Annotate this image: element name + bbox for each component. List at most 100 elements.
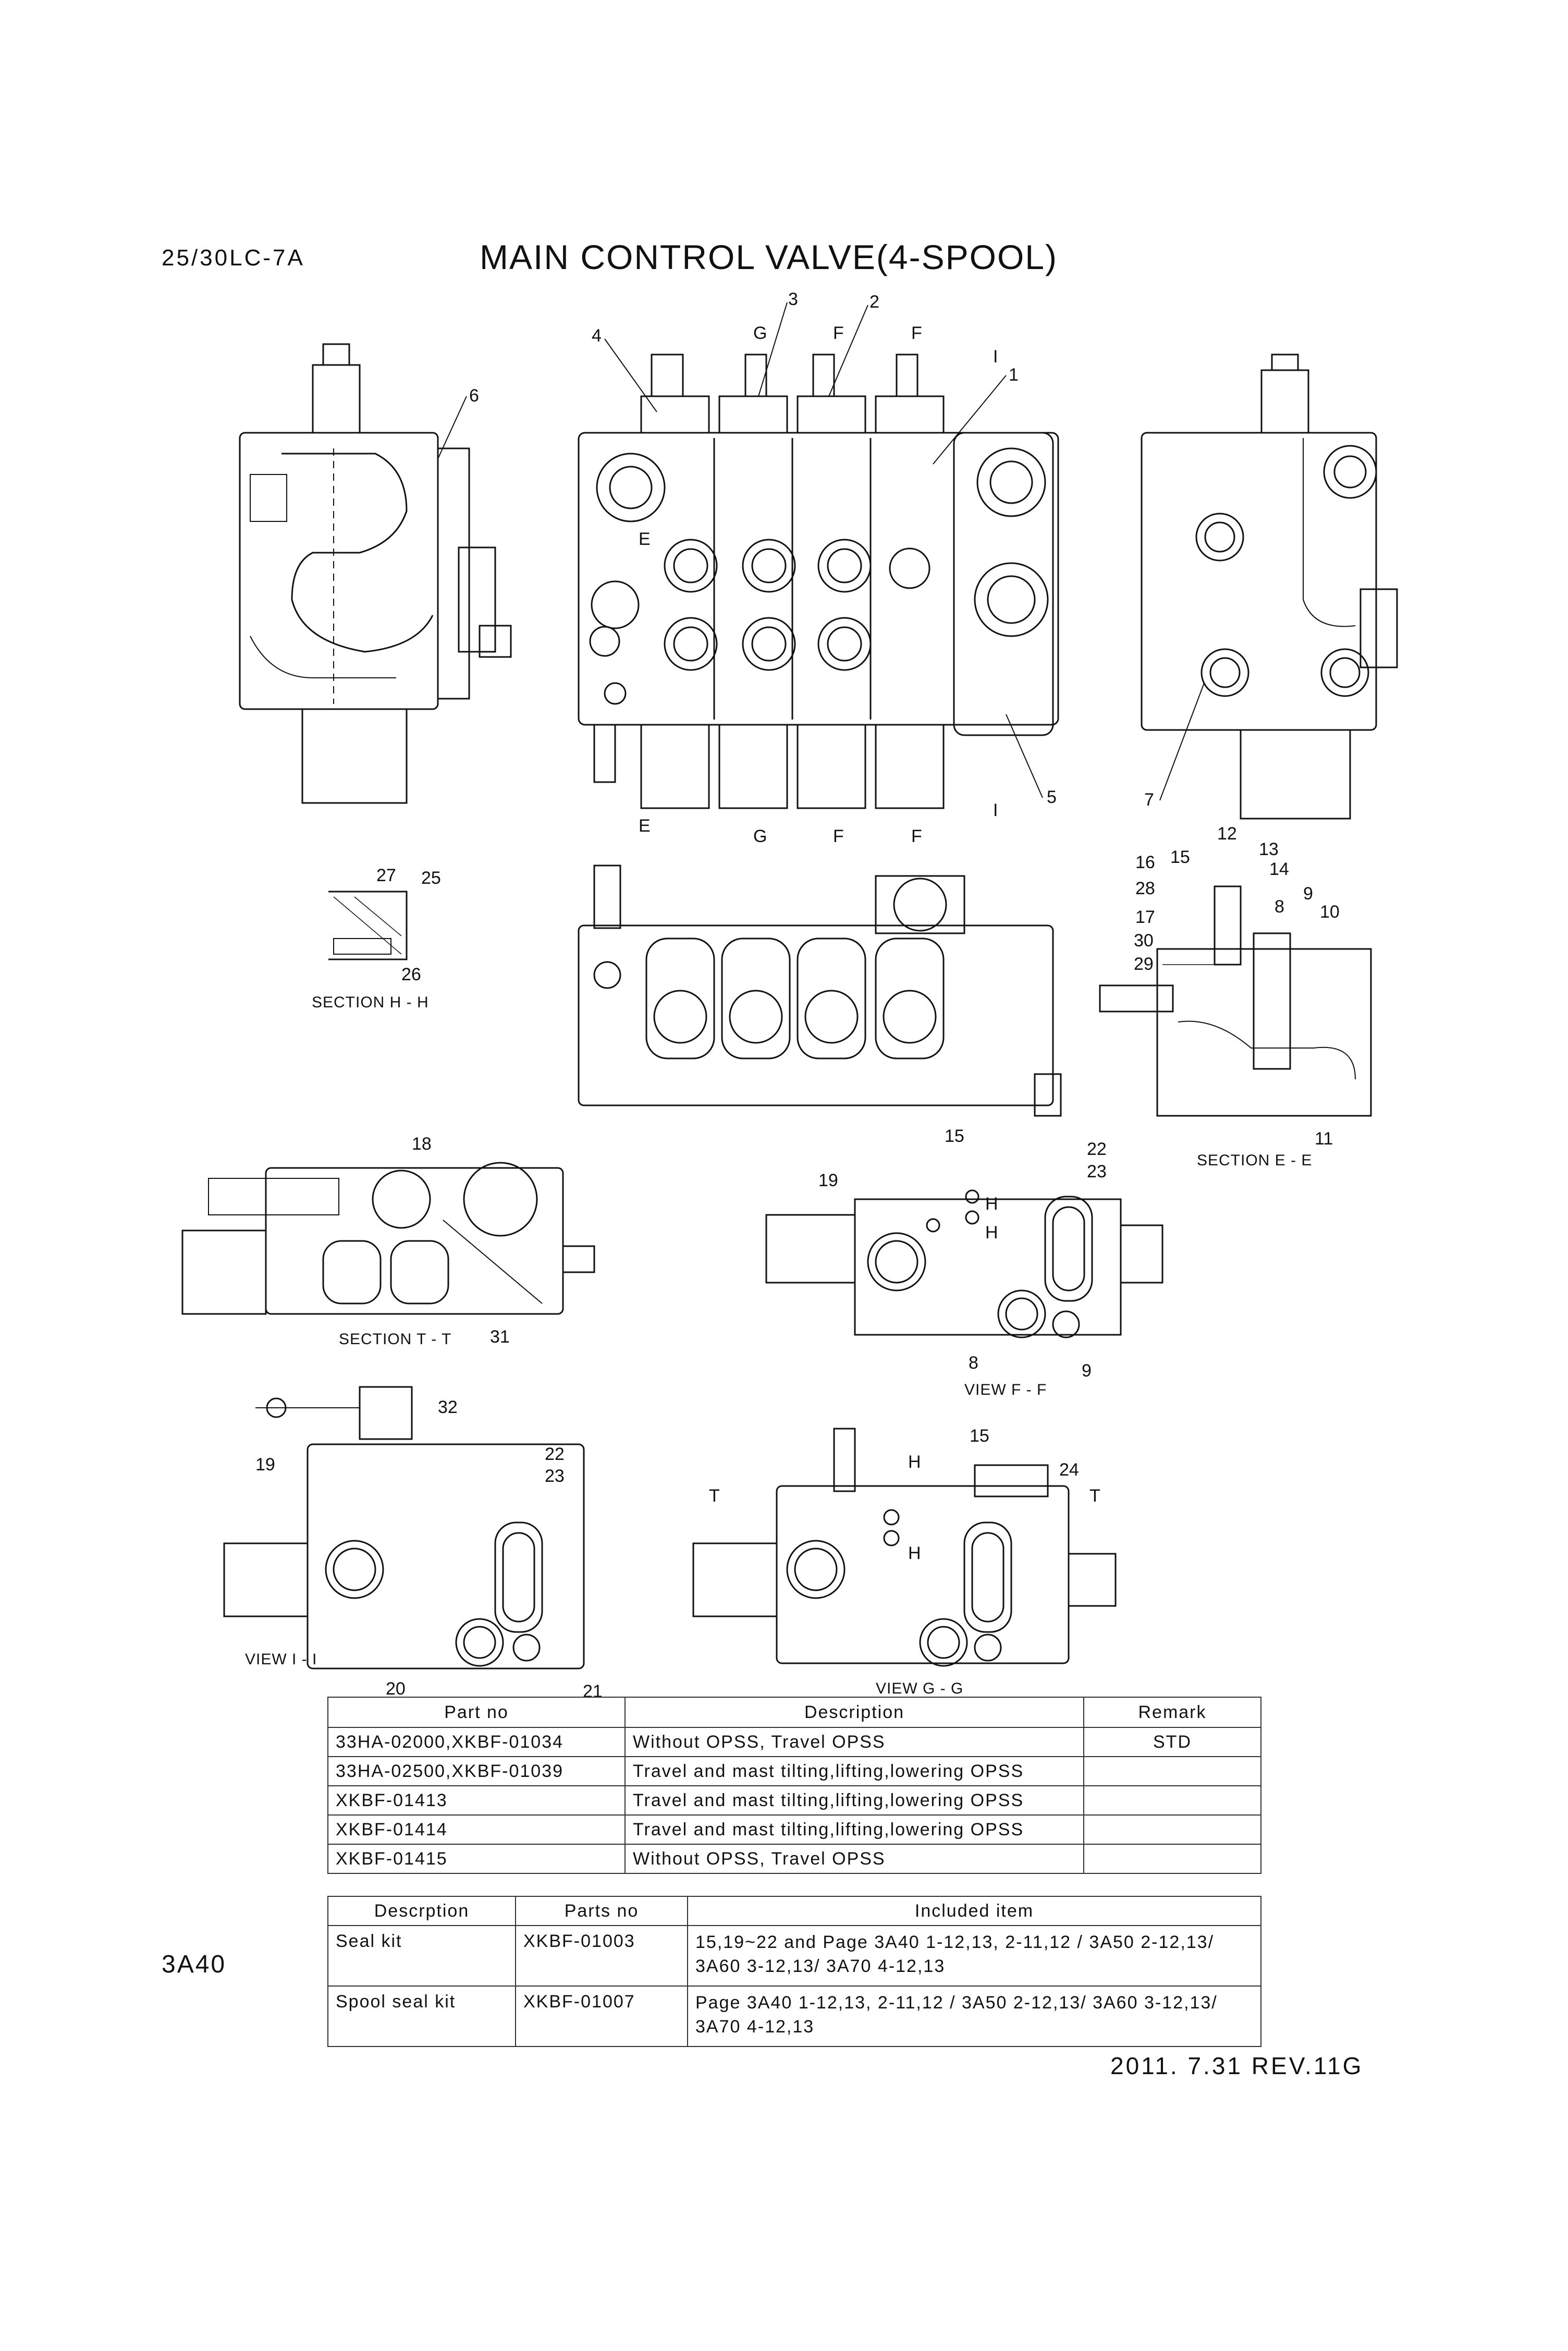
- section-hh-drawing: [328, 891, 408, 960]
- callout-4: 4: [592, 326, 602, 346]
- section-mark-e: E: [639, 529, 651, 549]
- parts-table: Part no Description Remark 33HA-02000,XK…: [327, 1697, 1261, 1874]
- callout-2: 2: [869, 292, 879, 312]
- callout-25: 25: [421, 868, 441, 888]
- callout-14: 14: [1269, 859, 1289, 879]
- cell-kit-included: Page 3A40 1-12,13, 2-11,12 / 3A50 2-12,1…: [687, 1985, 1261, 2047]
- callout-6: 6: [469, 386, 479, 406]
- section-mark-f: F: [833, 323, 844, 343]
- callout-8-ff: 8: [969, 1353, 978, 1373]
- cell-kit-parts-no: XKBF-01003: [515, 1925, 688, 1987]
- callout-29: 29: [1134, 954, 1154, 974]
- section-mark-t2: T: [1089, 1486, 1100, 1506]
- callout-12: 12: [1217, 824, 1237, 844]
- callout-20: 20: [386, 1679, 406, 1699]
- header-description: Description: [624, 1697, 1084, 1728]
- callout-16: 16: [1135, 852, 1155, 872]
- section-mark-e-bottom: E: [639, 816, 651, 836]
- callout-13: 13: [1259, 839, 1279, 859]
- callout-15: 15: [1170, 847, 1190, 867]
- callout-17: 17: [1135, 907, 1155, 927]
- section-mark-h4: H: [908, 1543, 921, 1563]
- cell-remark: [1083, 1756, 1261, 1786]
- table-row: XKBF-01415 Without OPSS, Travel OPSS: [327, 1844, 1261, 1874]
- leader-lines: [437, 302, 1205, 801]
- section-mark-g: G: [753, 323, 767, 343]
- section-tt-drawing: [181, 1162, 595, 1315]
- callout-30: 30: [1134, 931, 1154, 951]
- left-side-view: [239, 343, 512, 804]
- callout-9: 9: [1303, 884, 1313, 904]
- cell-kit-description: Spool seal kit: [327, 1985, 516, 2047]
- header-kit-included: Included item: [687, 1896, 1261, 1926]
- view-ii-drawing: [223, 1386, 585, 1670]
- cell-remark: [1083, 1844, 1261, 1874]
- callout-23: 23: [1087, 1162, 1107, 1181]
- callout-15-gg: 15: [970, 1426, 989, 1446]
- section-mark-f2: F: [911, 323, 922, 343]
- parts-table-header: Part no Description Remark: [327, 1697, 1261, 1728]
- header-part-no: Part no: [327, 1697, 626, 1728]
- label-view-ii: VIEW I - I: [245, 1651, 317, 1668]
- cell-remark: [1083, 1814, 1261, 1845]
- callout-26: 26: [401, 965, 421, 984]
- callout-22: 22: [1087, 1139, 1107, 1159]
- table-row: XKBF-01414 Travel and mast tilting,lifti…: [327, 1814, 1261, 1845]
- table-row: 33HA-02000,XKBF-01034 Without OPSS, Trav…: [327, 1727, 1261, 1757]
- section-mark-i-bottom: I: [993, 800, 998, 820]
- revision-date: 2011. 7.31 REV.11G: [1110, 2052, 1364, 2079]
- cell-kit-included: 15,19~22 and Page 3A40 1-12,13, 2-11,12 …: [687, 1925, 1261, 1987]
- cell-part-no: XKBF-01413: [327, 1785, 626, 1816]
- label-view-ff: VIEW F - F: [964, 1381, 1047, 1398]
- cell-description: Travel and mast tilting,lifting,lowering…: [624, 1785, 1084, 1816]
- cell-part-no: 33HA-02000,XKBF-01034: [327, 1727, 626, 1757]
- callout-3: 3: [788, 289, 798, 309]
- cell-description: Travel and mast tilting,lifting,lowering…: [624, 1814, 1084, 1845]
- view-gg-drawing: [692, 1428, 1117, 1667]
- page-title: MAIN CONTROL VALVE(4-SPOOL): [480, 238, 1058, 276]
- callout-15-ff: 15: [945, 1126, 964, 1146]
- callout-27: 27: [376, 866, 396, 885]
- callout-19-ii: 19: [255, 1455, 275, 1475]
- callout-5: 5: [1047, 787, 1057, 807]
- callout-23-ii: 23: [545, 1466, 565, 1486]
- callout-19: 19: [818, 1171, 838, 1190]
- section-mark-i: I: [993, 347, 998, 367]
- table-row: Seal kit XKBF-01003 15,19~22 and Page 3A…: [327, 1925, 1261, 1987]
- cell-description: Without OPSS, Travel OPSS: [624, 1727, 1084, 1757]
- page-code: 3A40: [162, 1951, 227, 1978]
- cell-kit-parts-no: XKBF-01007: [515, 1985, 688, 2047]
- kit-table: Descrption Parts no Included item Seal k…: [327, 1896, 1261, 2047]
- callout-8: 8: [1275, 897, 1284, 917]
- callout-32: 32: [438, 1397, 458, 1417]
- callout-labels: 1 2 3 4 5 6 7 8 9 10 11 12 13 14 15 16 1…: [245, 289, 1340, 1701]
- table-row: XKBF-01413 Travel and mast tilting,lifti…: [327, 1785, 1261, 1816]
- cell-description: Without OPSS, Travel OPSS: [624, 1844, 1084, 1874]
- section-mark-f-bottom: F: [833, 826, 844, 846]
- table-row: 33HA-02500,XKBF-01039 Travel and mast ti…: [327, 1756, 1261, 1786]
- label-view-gg: VIEW G - G: [876, 1680, 963, 1697]
- kit-table-header: Descrption Parts no Included item: [327, 1896, 1261, 1926]
- section-mark-t: T: [709, 1486, 720, 1506]
- cell-kit-description: Seal kit: [327, 1925, 516, 1987]
- label-section-hh: SECTION H - H: [312, 994, 429, 1011]
- callout-7: 7: [1144, 790, 1154, 810]
- callout-10: 10: [1320, 902, 1340, 922]
- section-mark-f2-bottom: F: [911, 826, 922, 846]
- callout-9-ff: 9: [1082, 1361, 1092, 1381]
- callout-24: 24: [1059, 1460, 1079, 1480]
- callout-18: 18: [412, 1134, 432, 1154]
- section-mark-h: H: [985, 1194, 998, 1214]
- cell-part-no: XKBF-01414: [327, 1814, 626, 1845]
- section-mark-h3: H: [908, 1452, 921, 1472]
- center-front-view: [578, 354, 1059, 809]
- callout-22-ii: 22: [545, 1444, 565, 1464]
- header-kit-parts-no: Parts no: [515, 1896, 688, 1926]
- cell-remark: [1083, 1785, 1261, 1816]
- section-mark-h2: H: [985, 1223, 998, 1243]
- section-mark-g-bottom: G: [753, 826, 767, 846]
- callout-31: 31: [490, 1327, 510, 1347]
- view-ff-drawing: [765, 1189, 1163, 1338]
- callout-28: 28: [1135, 879, 1155, 898]
